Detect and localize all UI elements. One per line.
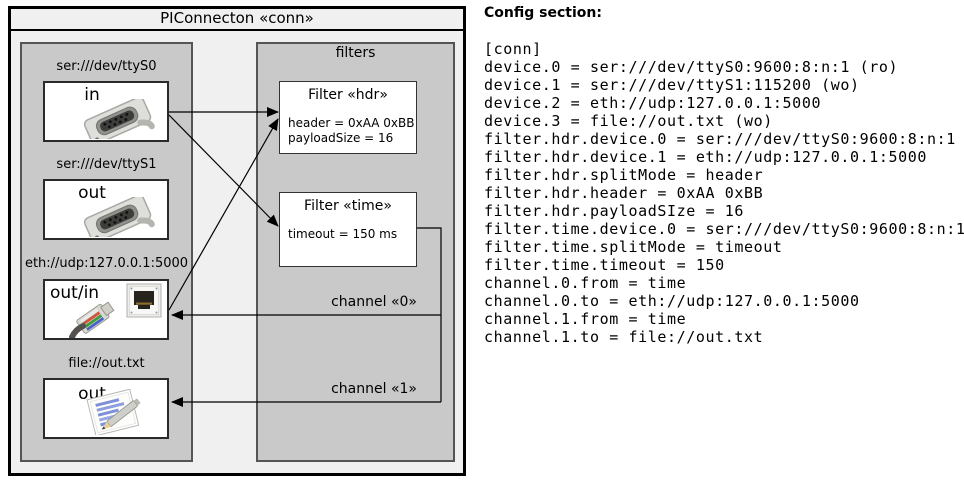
serial-port-icon	[83, 197, 155, 237]
config-line: [conn]	[484, 40, 542, 58]
filter-time-title: Filter «time»	[304, 198, 392, 214]
device-box-ttys0: in	[43, 81, 169, 142]
title-separator	[11, 29, 463, 31]
config-line: filter.time.splitMode = timeout	[484, 238, 783, 256]
channel-0-label: channel «0»	[331, 294, 417, 310]
diagram-title: PIConnecton «conn»	[160, 9, 314, 27]
config-line: channel.0.from = time	[484, 274, 687, 292]
file-document-icon	[86, 389, 141, 435]
config-line: channel.1.to = file://out.txt	[484, 328, 764, 346]
filters-panel-label: filters	[335, 45, 376, 61]
config-line: filter.hdr.header = 0xAA 0xBB	[484, 184, 764, 202]
config-line: device.0 = ser:///dev/ttyS0:9600:8:n:1 (…	[484, 58, 899, 76]
config-section: Config section: [conn] device.0 = ser://…	[484, 4, 964, 346]
device-box-ttys1: out	[43, 179, 169, 240]
device-direction-label: in	[84, 85, 100, 105]
config-line: device.1 = ser:///dev/ttyS1:115200 (wo)	[484, 76, 860, 94]
device-uri-label-file: file://out.txt	[68, 356, 145, 371]
filter-hdr-prop-payloadsize: payloadSize = 16	[288, 131, 394, 145]
config-heading: Config section:	[484, 5, 602, 21]
config-line: channel.0.to = eth://udp:127.0.0.1:5000	[484, 292, 860, 310]
filter-hdr-title: Filter «hdr»	[308, 87, 388, 103]
config-line: device.2 = eth://udp:127.0.0.1:5000	[484, 94, 822, 112]
device-box-eth: out/in	[43, 279, 169, 340]
config-line: filter.hdr.payloadSIze = 16	[484, 202, 745, 220]
config-line: filter.time.timeout = 150	[484, 256, 725, 274]
serial-port-icon	[83, 99, 155, 139]
device-uri-label-ttys1: ser:///dev/ttyS1	[56, 157, 157, 172]
device-box-file: out	[43, 378, 169, 439]
channel-1-label: channel «1»	[331, 381, 417, 397]
ethernet-icon	[69, 283, 162, 338]
config-line: filter.time.device.0 = ser:///dev/ttyS0:…	[484, 220, 964, 238]
device-direction-label: out/in	[50, 283, 100, 303]
device-uri-label-eth: eth://udp:127.0.0.1:5000	[24, 256, 189, 271]
config-line: device.3 = file://out.txt (wo)	[484, 112, 773, 130]
device-direction-label: out	[78, 183, 106, 203]
device-uri-label-ttys0: ser:///dev/ttyS0	[56, 59, 157, 74]
filter-hdr-prop-header: header = 0xAA 0xBB	[288, 116, 415, 130]
config-line: filter.hdr.splitMode = header	[484, 166, 764, 184]
config-line: filter.hdr.device.0 = ser:///dev/ttyS0:9…	[484, 130, 956, 148]
filter-box-time: Filter «time» timeout = 150 ms	[279, 192, 417, 267]
filter-time-prop-timeout: timeout = 150 ms	[288, 227, 398, 241]
config-line: channel.1.from = time	[484, 310, 687, 328]
config-line: filter.hdr.device.1 = eth://udp:127.0.0.…	[484, 148, 928, 166]
filter-box-hdr: Filter «hdr» header = 0xAA 0xBB payloadS…	[279, 81, 417, 154]
